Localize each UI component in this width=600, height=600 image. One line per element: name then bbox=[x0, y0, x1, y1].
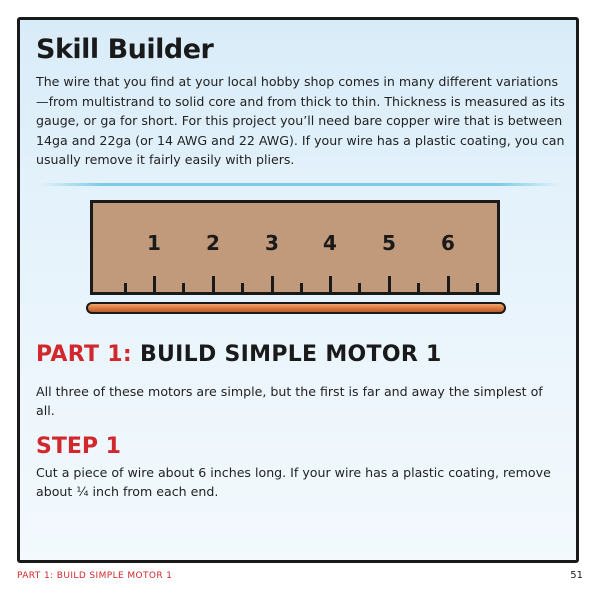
ruler-number-3: 3 bbox=[265, 231, 279, 255]
intro-paragraph: The wire that you find at your local hob… bbox=[36, 74, 565, 168]
ruler-tick bbox=[299, 283, 303, 292]
part-heading: PART 1: BUILD SIMPLE MOTOR 1 bbox=[36, 342, 442, 367]
ruler-illustration: 1 2 3 4 5 6 bbox=[90, 200, 500, 295]
ruler-tick bbox=[211, 276, 215, 292]
skill-builder-panel: Skill Builder The wire that you find at … bbox=[17, 17, 579, 563]
page-number: 51 bbox=[570, 570, 583, 581]
section-divider bbox=[40, 183, 560, 186]
ruler-tick bbox=[328, 276, 332, 292]
ruler-tick bbox=[446, 276, 450, 292]
ruler-tick bbox=[270, 276, 274, 292]
ruler-tick bbox=[475, 283, 479, 292]
ruler-number-4: 4 bbox=[323, 231, 337, 255]
step-heading: STEP 1 bbox=[36, 434, 121, 459]
ruler-tick bbox=[240, 283, 244, 292]
ruler-tick bbox=[416, 283, 420, 292]
part-label: PART 1: bbox=[36, 342, 132, 367]
ruler-tick bbox=[181, 283, 185, 292]
ruler-number-5: 5 bbox=[382, 231, 396, 255]
step-paragraph: Cut a piece of wire about 6 inches long.… bbox=[36, 465, 551, 499]
ruler-number-6: 6 bbox=[441, 231, 455, 255]
ruler-tick bbox=[387, 276, 391, 292]
footer-section-label: PART 1: BUILD SIMPLE MOTOR 1 bbox=[17, 571, 173, 581]
ruler-number-2: 2 bbox=[206, 231, 220, 255]
ruler-tick bbox=[152, 276, 156, 292]
ruler-number-1: 1 bbox=[147, 231, 161, 255]
part-title: BUILD SIMPLE MOTOR 1 bbox=[139, 342, 442, 367]
ruler-tick bbox=[357, 283, 361, 292]
panel-title: Skill Builder bbox=[36, 34, 214, 65]
copper-wire-illustration bbox=[86, 302, 506, 314]
part-paragraph: All three of these motors are simple, bu… bbox=[36, 384, 543, 418]
ruler-tick bbox=[123, 283, 127, 292]
